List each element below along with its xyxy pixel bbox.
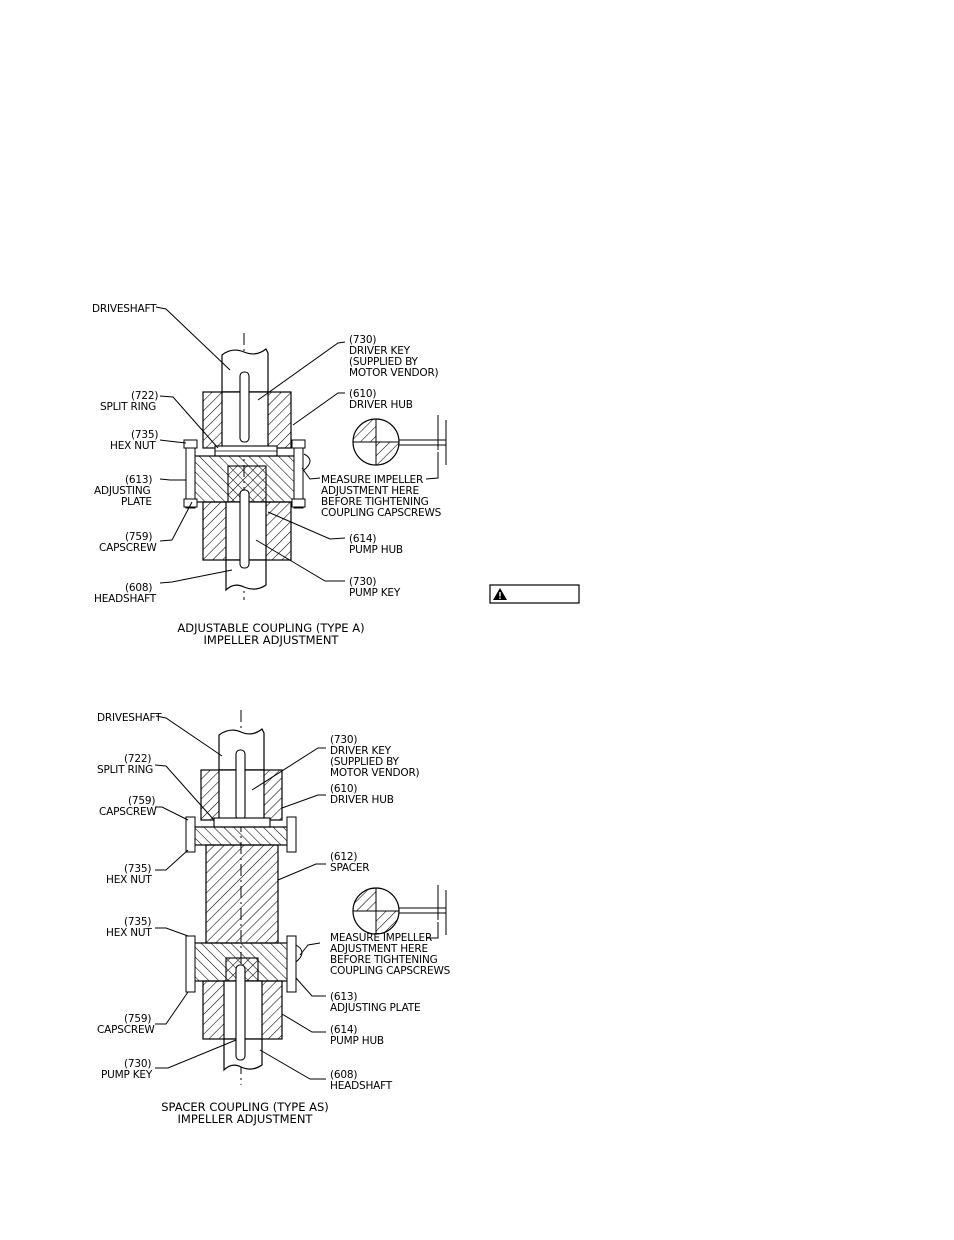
label-measure-1: MEASURE IMPELLER [321,474,423,486]
split-ring-b [213,817,271,828]
label-adj-plate-num: (613) [125,474,152,486]
label-pump-hub-num-b: (614) [330,1024,357,1036]
label-headshaft-b: HEADSHAFT [330,1080,393,1092]
warning-triangle-icon [493,588,507,600]
label-driver-key-note1-b: (SUPPLIED BY [330,756,400,768]
label-hex-nut-bot-num-b: (735) [124,916,151,928]
label-pump-hub: PUMP HUB [349,544,403,556]
caption-type-a: ADJUSTABLE COUPLING (TYPE A) [177,621,364,635]
label-driver-key-num-b: (730) [330,734,357,746]
label-adj-plate: ADJUSTING [94,485,150,497]
label-hex-nut-top-b: HEX NUT [106,874,152,886]
leader-lines [155,306,439,584]
label-measure-3: BEFORE TIGHTENING [321,496,429,508]
label-driver-hub-num-b: (610) [330,783,357,795]
caption-type-as: SPACER COUPLING (TYPE AS) [161,1100,329,1114]
label-measure-4-b: COUPLING CAPSCREWS [330,965,451,977]
label-capscrew-bot-b: CAPSCREW [97,1024,155,1036]
caption-type-as-sub: IMPELLER ADJUSTMENT [178,1112,314,1126]
caption-type-a-sub: IMPELLER ADJUSTMENT [204,633,340,647]
leader-lines-b [154,715,439,1080]
label-measure-1-b: MEASURE IMPELLER [330,932,432,944]
label-driveshaft-b: DRIVESHAFT [97,712,162,724]
label-hex-nut-bot-b: HEX NUT [106,927,152,939]
label-driver-key-note2-b: MOTOR VENDOR) [330,767,420,779]
label-measure-4: COUPLING CAPSCREWS [321,507,442,519]
label-hex-nut-top-num-b: (735) [124,863,151,875]
pump-key [239,489,250,569]
driver-key [239,371,250,443]
label-split-ring-num: (722) [131,390,158,402]
bolt-bot-right-b [286,935,297,993]
label-measure-2-b: ADJUSTMENT HERE [330,943,428,955]
top-flange-b [191,826,295,846]
label-spacer-b: SPACER [330,862,369,874]
label-hex-nut: HEX NUT [110,440,156,452]
bolt-top-left-b [185,816,196,853]
warning-box [489,584,580,604]
label-measure-3-b: BEFORE TIGHTENING [330,954,438,966]
label-driver-hub-num: (610) [349,388,376,400]
label-split-ring-b: SPLIT RING [97,764,153,776]
label-capscrew: CAPSCREW [99,542,157,554]
label-pump-hub-num: (614) [349,533,376,545]
headshaft [225,559,267,592]
label-pump-key-b: PUMP KEY [101,1069,153,1081]
label-capscrew-bot-num-b: (759) [124,1013,151,1025]
label-capscrew-top-b: CAPSCREW [99,806,157,818]
label-adj-plate-b: ADJUSTING PLATE [330,1002,420,1014]
label-driver-hub: DRIVER HUB [349,399,413,411]
label-spacer-num-b: (612) [330,851,357,863]
label-driver-key-b: DRIVER KEY [330,745,392,757]
label-pump-key-num-b: (730) [124,1058,151,1070]
label-pump-key: PUMP KEY [349,587,401,599]
driveshaft [221,348,269,393]
label-capscrew-top-num-b: (759) [128,795,155,807]
label-split-ring-num-b: (722) [124,753,151,765]
label-driver-key-note1: (SUPPLIED BY [349,356,419,368]
pump-key-b [235,964,246,1061]
label-driver-key: DRIVER KEY [349,345,411,357]
label-driver-key-num: (730) [349,334,376,346]
label-adj-plate-2: PLATE [121,496,152,508]
spacer-b [205,844,279,944]
label-hex-nut-num: (735) [131,429,158,441]
label-measure-2: ADJUSTMENT HERE [321,485,419,497]
label-pump-key-num: (730) [349,576,376,588]
label-headshaft-num-b: (608) [330,1069,357,1081]
label-driver-key-note2: MOTOR VENDOR) [349,367,439,379]
label-pump-hub-b: PUMP HUB [330,1035,384,1047]
label-headshaft: HEADSHAFT [94,593,157,605]
figure-spacer-coupling: DRIVESHAFT (730) DRIVER KEY (SUPPLIED BY… [97,710,451,1126]
label-driver-hub-b: DRIVER HUB [330,794,394,806]
label-headshaft-num: (608) [125,582,152,594]
label-adj-plate-num-b: (613) [330,991,357,1003]
label-driveshaft: DRIVESHAFT [92,303,157,315]
bolt-top-right-b [286,816,297,853]
figure-adjustable-coupling: DRIVESHAFT (730) DRIVER KEY (SUPPLIED BY… [92,303,447,647]
label-split-ring: SPLIT RING [100,401,156,413]
label-capscrew-num: (759) [125,531,152,543]
driver-key-b [235,749,246,821]
bolt-bot-left-b [185,935,196,993]
